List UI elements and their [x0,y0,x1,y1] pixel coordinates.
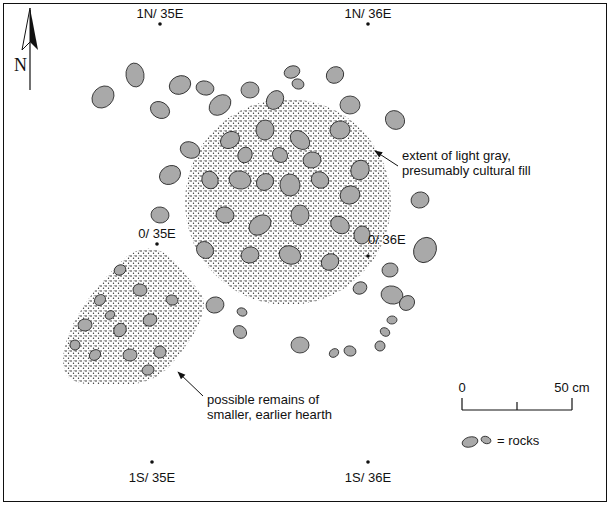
rock [141,363,155,376]
rock [253,170,277,194]
rock [409,233,441,266]
rock [328,347,341,359]
callout-note: extent of light gray, presumably cultura… [402,148,562,178]
rock [291,77,306,90]
rock [193,238,217,262]
rock [374,340,387,353]
rock [231,323,249,341]
rock [387,316,398,325]
scale-label: 50 cm [554,380,589,395]
legend-text: = rocks [497,433,539,448]
rock [152,344,169,361]
rock [124,62,145,88]
map-frame [4,4,607,502]
north-label: N [14,58,27,73]
cultural-fill [185,99,391,305]
rock [112,263,127,277]
rock [111,321,128,339]
rock [236,306,248,317]
legend-rock-sample [461,435,492,449]
rock [347,157,372,183]
grid-point-label: 1S/ 35E [129,470,175,485]
rock [156,162,184,189]
rock [178,139,203,162]
rock [291,205,309,225]
rock [269,144,290,165]
rock [147,98,172,122]
scale-bar [462,398,572,410]
grid-point-label: 1S/ 36E [345,470,391,485]
rock [204,295,226,315]
rock [282,64,301,81]
rock [340,96,361,115]
rock [141,312,158,328]
rock [92,292,108,307]
grid-points [150,22,370,464]
rock [351,280,369,297]
rock [337,183,362,207]
grid-point-label: 0/ 36E [368,232,406,247]
rock [277,243,304,268]
leader-arrow [178,372,203,396]
grid-point-label: 1N/ 36E [345,6,392,21]
rock [245,211,275,240]
rock [329,119,352,140]
rock [123,349,137,361]
rocks [69,62,441,377]
rock [214,205,236,225]
rock [166,72,193,97]
rock [343,344,357,357]
rock [323,63,347,86]
rock [87,81,118,112]
rock [195,79,216,97]
rock [150,206,170,224]
rock [381,262,399,278]
rock [302,150,323,169]
rock [205,90,235,119]
grid-point-label: 0/ 35E [138,226,176,241]
rock [409,190,430,210]
rock [241,82,260,99]
rock [227,169,252,191]
rock [308,168,332,191]
rock [132,283,148,297]
earlier-hearth [63,249,204,385]
rock [327,213,353,238]
rock [396,292,417,313]
rock [87,347,103,362]
rock [382,107,409,134]
rock [263,87,287,113]
north-arrow [22,8,38,90]
rock [217,128,242,152]
scale-label: 0 [458,380,465,395]
rock [239,245,261,265]
grid-point-label: 1N/ 35E [137,6,184,21]
callout-note: possible remains of smaller, earlier hea… [207,392,357,422]
rock [165,294,179,307]
rock [69,339,82,352]
leader-arrow [375,151,398,166]
rock [379,326,392,338]
rock [235,145,255,166]
rock [104,309,117,321]
rock [318,250,342,273]
rock [286,127,313,154]
rock [77,318,92,331]
rock [291,337,309,353]
rock [255,119,275,141]
rock [279,173,301,197]
rock [199,168,221,191]
